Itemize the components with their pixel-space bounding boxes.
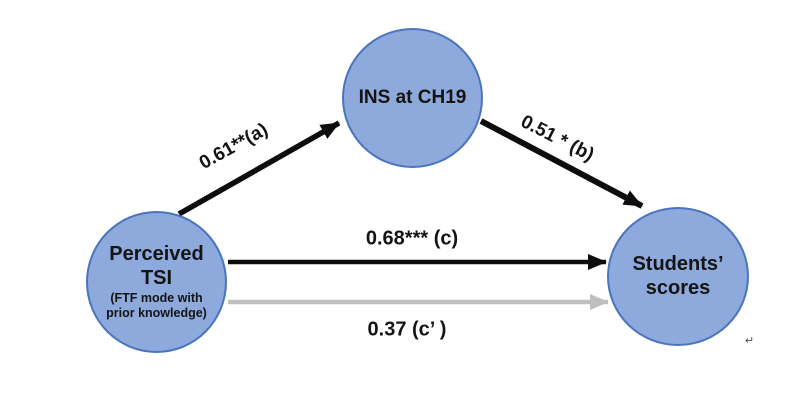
node-perceived-tsi-label-line2: TSI [140, 267, 173, 289]
node-perceived-tsi-sublabel-line2: prior knowledge) [106, 305, 207, 320]
node-perceived-tsi: Perceived TSI (FTF mode with prior knowl… [86, 211, 227, 353]
node-students-scores: Students’ scores [607, 207, 749, 346]
path-b-arrow [479, 118, 644, 209]
node-students-scores-label-line2: scores [645, 276, 711, 299]
path-c-prime-coefficient-label: 0.37 (c’ ) [367, 318, 447, 341]
path-c-coefficient-label: 0.68*** (c) [365, 227, 459, 250]
node-ins-at-ch19-label: INS at CH19 [358, 86, 467, 108]
node-students-scores-label-line1: Students’ [632, 252, 724, 275]
node-perceived-tsi-label-line1: Perceived [109, 243, 204, 266]
node-ins-at-ch19: INS at CH19 [342, 28, 483, 168]
word-return-mark-icon: ↵ [745, 335, 755, 347]
path-a-arrow [177, 120, 341, 217]
node-perceived-tsi-sublabel-line1: (FTF mode with [110, 290, 203, 305]
